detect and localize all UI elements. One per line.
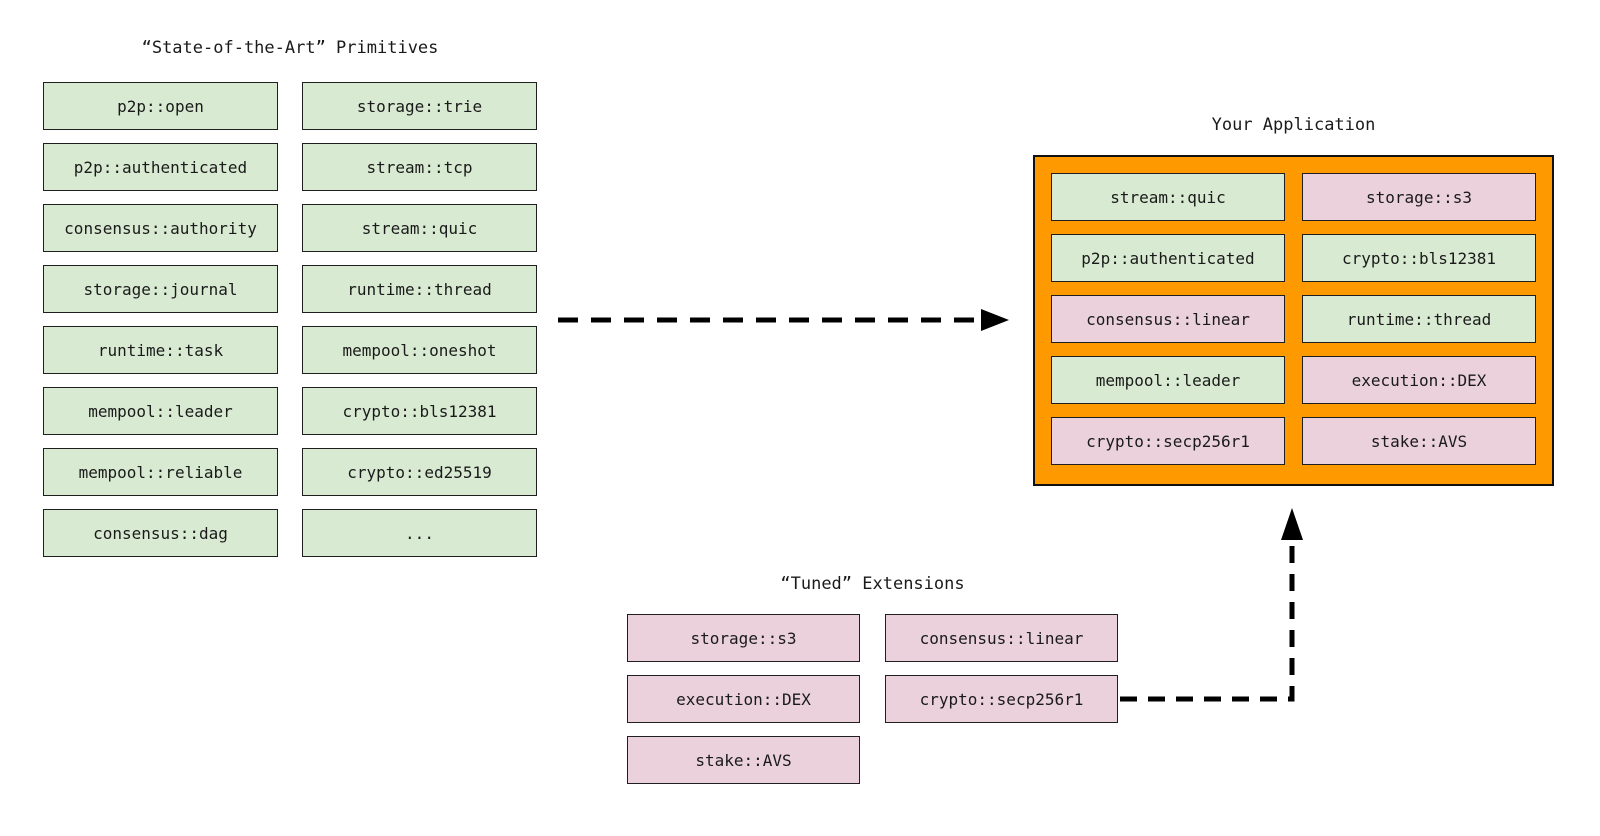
primitive-consensus-dag: consensus::dag [43, 509, 278, 557]
primitive-storage-trie: storage::trie [302, 82, 537, 130]
primitive-mempool-leader: mempool::leader [43, 387, 278, 435]
app-stake-avs: stake::AVS [1302, 417, 1536, 465]
arrowhead-right-icon [981, 309, 1009, 331]
application-title: Your Application [1211, 115, 1376, 135]
app-storage-s3: storage::s3 [1302, 173, 1536, 221]
app-stream-quic: stream::quic [1051, 173, 1285, 221]
app-execution-dex: execution::DEX [1302, 356, 1536, 404]
app-runtime-thread: runtime::thread [1302, 295, 1536, 343]
arrow-extensions-to-application [1120, 541, 1295, 702]
primitive-p2p-authenticated: p2p::authenticated [43, 143, 278, 191]
extensions-title: “Tuned” Extensions [780, 574, 965, 594]
extension-execution-dex: execution::DEX [627, 675, 860, 723]
primitive-stream-tcp: stream::tcp [302, 143, 537, 191]
primitive-p2p-open: p2p::open [43, 82, 278, 130]
extension-storage-s3: storage::s3 [627, 614, 860, 662]
app-consensus-linear: consensus::linear [1051, 295, 1285, 343]
app-p2p-authenticated: p2p::authenticated [1051, 234, 1285, 282]
extension-consensus-linear: consensus::linear [885, 614, 1118, 662]
primitive-crypto-bls12381: crypto::bls12381 [302, 387, 537, 435]
primitive-runtime-task: runtime::task [43, 326, 278, 374]
primitive-consensus-authority: consensus::authority [43, 204, 278, 252]
primitive-stream-quic: stream::quic [302, 204, 537, 252]
app-crypto-secp256r1: crypto::secp256r1 [1051, 417, 1285, 465]
application-frame: stream::quic storage::s3 p2p::authentica… [1033, 155, 1554, 486]
extension-stake-avs: stake::AVS [627, 736, 860, 784]
app-mempool-leader: mempool::leader [1051, 356, 1285, 404]
primitive-mempool-oneshot: mempool::oneshot [302, 326, 537, 374]
primitive-runtime-thread: runtime::thread [302, 265, 537, 313]
primitive-mempool-reliable: mempool::reliable [43, 448, 278, 496]
app-crypto-bls12381: crypto::bls12381 [1302, 234, 1536, 282]
arrowhead-up-icon [1281, 508, 1303, 540]
primitive-ellipsis: ... [302, 509, 537, 557]
primitive-storage-journal: storage::journal [43, 265, 278, 313]
primitive-crypto-ed25519: crypto::ed25519 [302, 448, 537, 496]
extension-crypto-secp256r1: crypto::secp256r1 [885, 675, 1118, 723]
primitives-title: “State-of-the-Art” Primitives [141, 38, 439, 58]
